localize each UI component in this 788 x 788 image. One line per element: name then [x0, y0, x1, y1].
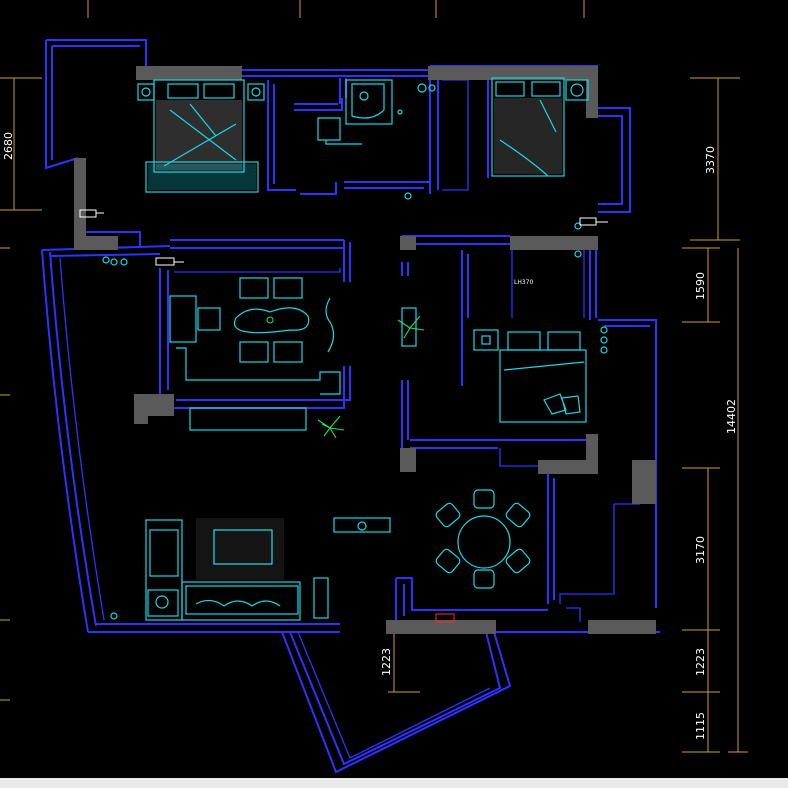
dim-right-3: 1223: [694, 648, 707, 676]
second-bed: [491, 77, 565, 177]
dining-table: [435, 489, 531, 589]
study-desk: [169, 295, 221, 343]
light-corridor: [574, 222, 582, 230]
bath-light: [404, 192, 412, 200]
sofa: [145, 519, 301, 621]
corridor-cabinet: [189, 407, 307, 431]
viewer-footer-bar: [0, 778, 788, 788]
dim-right-total: 14402: [725, 399, 738, 434]
top-tick-marks: [87, 0, 585, 18]
fire-extinguisher-icon: [435, 613, 455, 623]
dim-right-top: 3370: [704, 146, 717, 174]
tv-stand: [313, 577, 329, 619]
desk-bedroom1: [317, 117, 362, 145]
nightstands: [137, 83, 265, 101]
left-dimension-line: [0, 77, 42, 701]
side-table: [147, 589, 179, 617]
master-bed: [153, 79, 245, 173]
ceiling-height-label: LH370: [514, 279, 533, 286]
bath-drain: [397, 109, 403, 115]
dim-right-2: 3170: [694, 536, 707, 564]
bath-fixture-2: [428, 84, 436, 92]
sockets-living: [102, 256, 128, 620]
structural-columns: [74, 66, 656, 634]
study-table: [233, 307, 310, 334]
bath-fixture: [417, 83, 427, 93]
bed2-nightstand: [565, 79, 589, 101]
dim-right-1: 1590: [694, 272, 707, 300]
plant-icon: [317, 415, 345, 439]
switch-symbols: [79, 209, 608, 266]
dim-right-4: 1115: [694, 712, 707, 740]
curtain-line: [325, 297, 335, 353]
right-dimension-lines: [682, 77, 748, 753]
balcony-dimension-line: [388, 630, 420, 693]
sockets-right: [600, 326, 608, 354]
dim-left-top: 2680: [2, 132, 15, 160]
third-bed: [473, 329, 587, 423]
plant-icon-2: [397, 307, 425, 347]
dim-balcony: 1223: [380, 648, 393, 676]
coffee-table: [196, 518, 284, 580]
study-cabinet: [176, 347, 341, 395]
shower-corner: [345, 79, 393, 125]
study-chairs: [239, 277, 303, 363]
bed-rug: [145, 161, 259, 193]
light-bed2: [574, 250, 582, 258]
console-table: [333, 517, 391, 533]
